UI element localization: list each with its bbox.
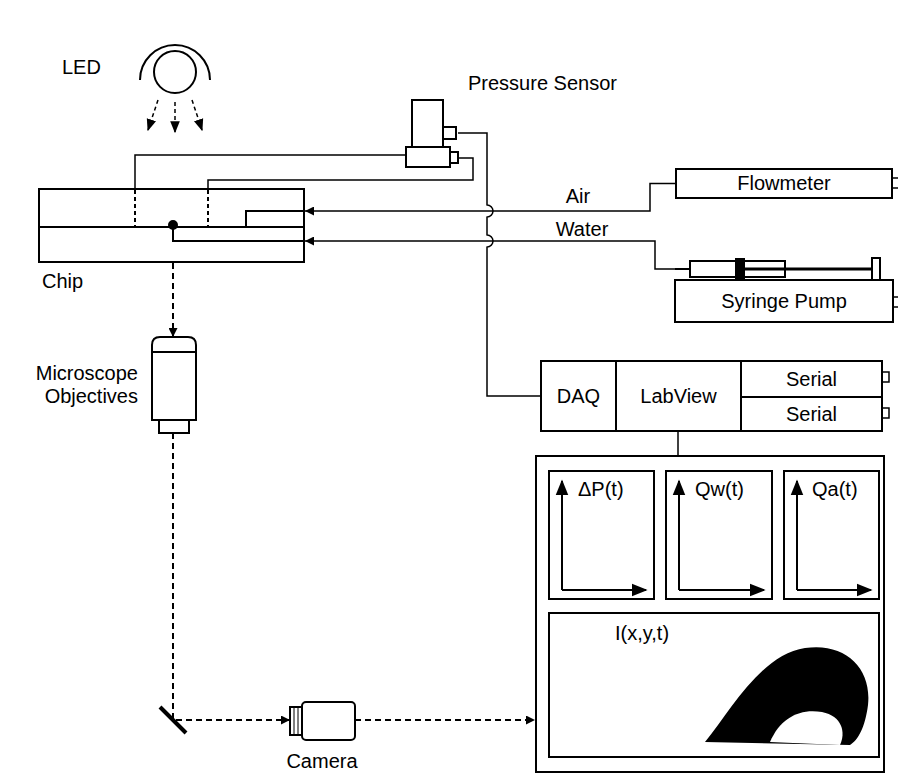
pump-box: [675, 280, 893, 322]
node-label: LabView: [640, 385, 716, 408]
connection-line: [677, 432, 679, 455]
node-label: Qa(t): [812, 478, 858, 501]
display-panel: ΔP(t) Qw(t) Qa(t) I(x,y,t): [535, 455, 885, 773]
node-label: Flowmeter: [737, 172, 830, 195]
objective-body: [152, 337, 196, 420]
plunger-end: [872, 258, 880, 280]
syringe-plunger: [736, 259, 744, 279]
serial-box: Serial: [740, 396, 883, 432]
sensor-base: [406, 147, 450, 167]
connection-line: [208, 158, 473, 188]
node-label: Serial: [786, 368, 837, 391]
port-connector: [883, 372, 889, 382]
air-channel: [246, 211, 303, 227]
node-label: ΔP(t): [578, 478, 624, 501]
pressure-sensor-symbol: [406, 100, 458, 167]
plot-box: Qa(t): [783, 470, 880, 600]
node-label: Chip: [42, 270, 83, 293]
syringe-nozzle: [675, 268, 690, 270]
camera-node: Camera: [290, 700, 355, 742]
chip-channels: [38, 190, 305, 241]
light-rays: [148, 100, 202, 132]
objective-symbol: [152, 337, 196, 433]
chip-box: Chip: [38, 188, 305, 263]
bubble-shape: [705, 647, 868, 745]
serial-ports: [883, 178, 898, 418]
led-reflector: [140, 45, 210, 80]
node-label: Camera: [272, 750, 372, 773]
pressure-port: [207, 190, 209, 226]
y-axis: [796, 481, 798, 590]
sensor-port: [443, 127, 456, 139]
port-connector: [893, 297, 898, 307]
lens-ridge: [294, 707, 295, 735]
serial-box: Serial: [740, 360, 883, 398]
sensor-nub: [450, 152, 458, 163]
optical-path: [172, 263, 174, 337]
plunger-rod: [744, 268, 872, 271]
software-box: LabView: [615, 360, 742, 432]
node-label: DAQ: [557, 385, 600, 408]
x-axis: [797, 589, 871, 591]
port-connector: [883, 408, 889, 418]
led-symbol: [140, 45, 210, 93]
sensor-body: [412, 100, 443, 148]
port-connector: [893, 178, 898, 188]
y-axis: [678, 481, 680, 590]
plot-box: ΔP(t): [548, 470, 655, 600]
objective-tip: [159, 420, 189, 433]
led-bulb: [154, 51, 196, 93]
light-ray: [174, 102, 176, 132]
bubble-core: [770, 711, 843, 745]
image-box: I(x,y,t): [548, 612, 880, 758]
x-axis: [562, 589, 646, 591]
component-label: LED: [62, 56, 101, 79]
node-label: Microscope Objectives: [10, 362, 138, 408]
sensor-node: Pressure Sensor: [406, 100, 458, 167]
device-box: Flowmeter: [675, 168, 893, 199]
objective-node: Microscope Objectives: [150, 337, 197, 433]
junction-dot: [169, 221, 177, 229]
device-node: Syringe Pump: [675, 255, 893, 322]
node-label: Qw(t): [695, 478, 744, 501]
light-ray: [148, 100, 158, 130]
plot-box: Qw(t): [665, 470, 773, 600]
node-label: Serial: [786, 403, 837, 426]
objective-band: [152, 351, 196, 353]
camera-body: [302, 702, 355, 740]
syringe-pump-symbol: [675, 258, 893, 322]
light-ray: [192, 100, 202, 130]
x-axis: [679, 589, 764, 591]
pressure-port: [134, 190, 136, 226]
lens-ridge: [298, 707, 299, 735]
camera-symbol: [290, 702, 355, 740]
node-label: I(x,y,t): [615, 622, 669, 645]
water-channel: [173, 225, 303, 241]
node-label: Syringe Pump: [675, 280, 893, 322]
optical-path: [173, 433, 290, 720]
optical-path: [355, 719, 535, 721]
bubble-image: [705, 647, 868, 745]
edge-label: Air: [563, 185, 593, 207]
mirror: [160, 707, 186, 733]
daq-box: DAQ: [540, 360, 617, 432]
connection-line: [305, 184, 675, 212]
connection-line: [135, 155, 406, 188]
edge-label: Water: [553, 218, 612, 240]
node-label: Pressure Sensor: [468, 72, 617, 95]
connection-line: [458, 133, 540, 396]
camera-lens: [290, 707, 302, 735]
y-axis: [561, 481, 563, 590]
